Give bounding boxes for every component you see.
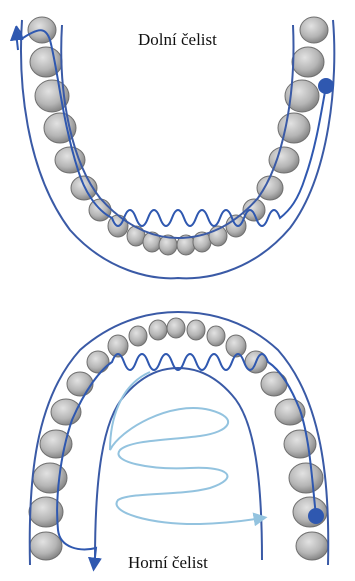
upper-tooth	[30, 532, 62, 560]
lower-tooth	[257, 176, 283, 200]
lower-tooth	[44, 113, 76, 143]
lower-jaw-label: Dolní čelist	[138, 30, 217, 50]
upper-jaw-label: Horní čelist	[128, 553, 208, 573]
upper-tooth	[67, 372, 93, 396]
upper-tooth	[207, 326, 225, 346]
upper-tooth	[129, 326, 147, 346]
upper-tooth	[289, 463, 323, 493]
upper-tooth	[284, 430, 316, 458]
upper-start-marker	[308, 508, 324, 524]
lower-tooth	[300, 17, 328, 43]
lower-start-marker	[318, 78, 334, 94]
lower-tooth	[55, 147, 85, 173]
upper-jaw	[29, 312, 328, 566]
lower-tooth	[127, 226, 145, 246]
upper-tooth	[261, 372, 287, 396]
lower-end-arrow	[16, 32, 18, 50]
upper-tooth	[296, 532, 328, 560]
lower-jaw	[16, 17, 334, 278]
upper-tooth	[149, 320, 167, 340]
upper-tooth	[187, 320, 205, 340]
palate-brushing-path	[110, 372, 262, 524]
lower-tooth	[292, 47, 324, 77]
upper-tooth	[167, 318, 185, 338]
upper-tooth	[33, 463, 67, 493]
upper-tooth	[87, 351, 109, 373]
